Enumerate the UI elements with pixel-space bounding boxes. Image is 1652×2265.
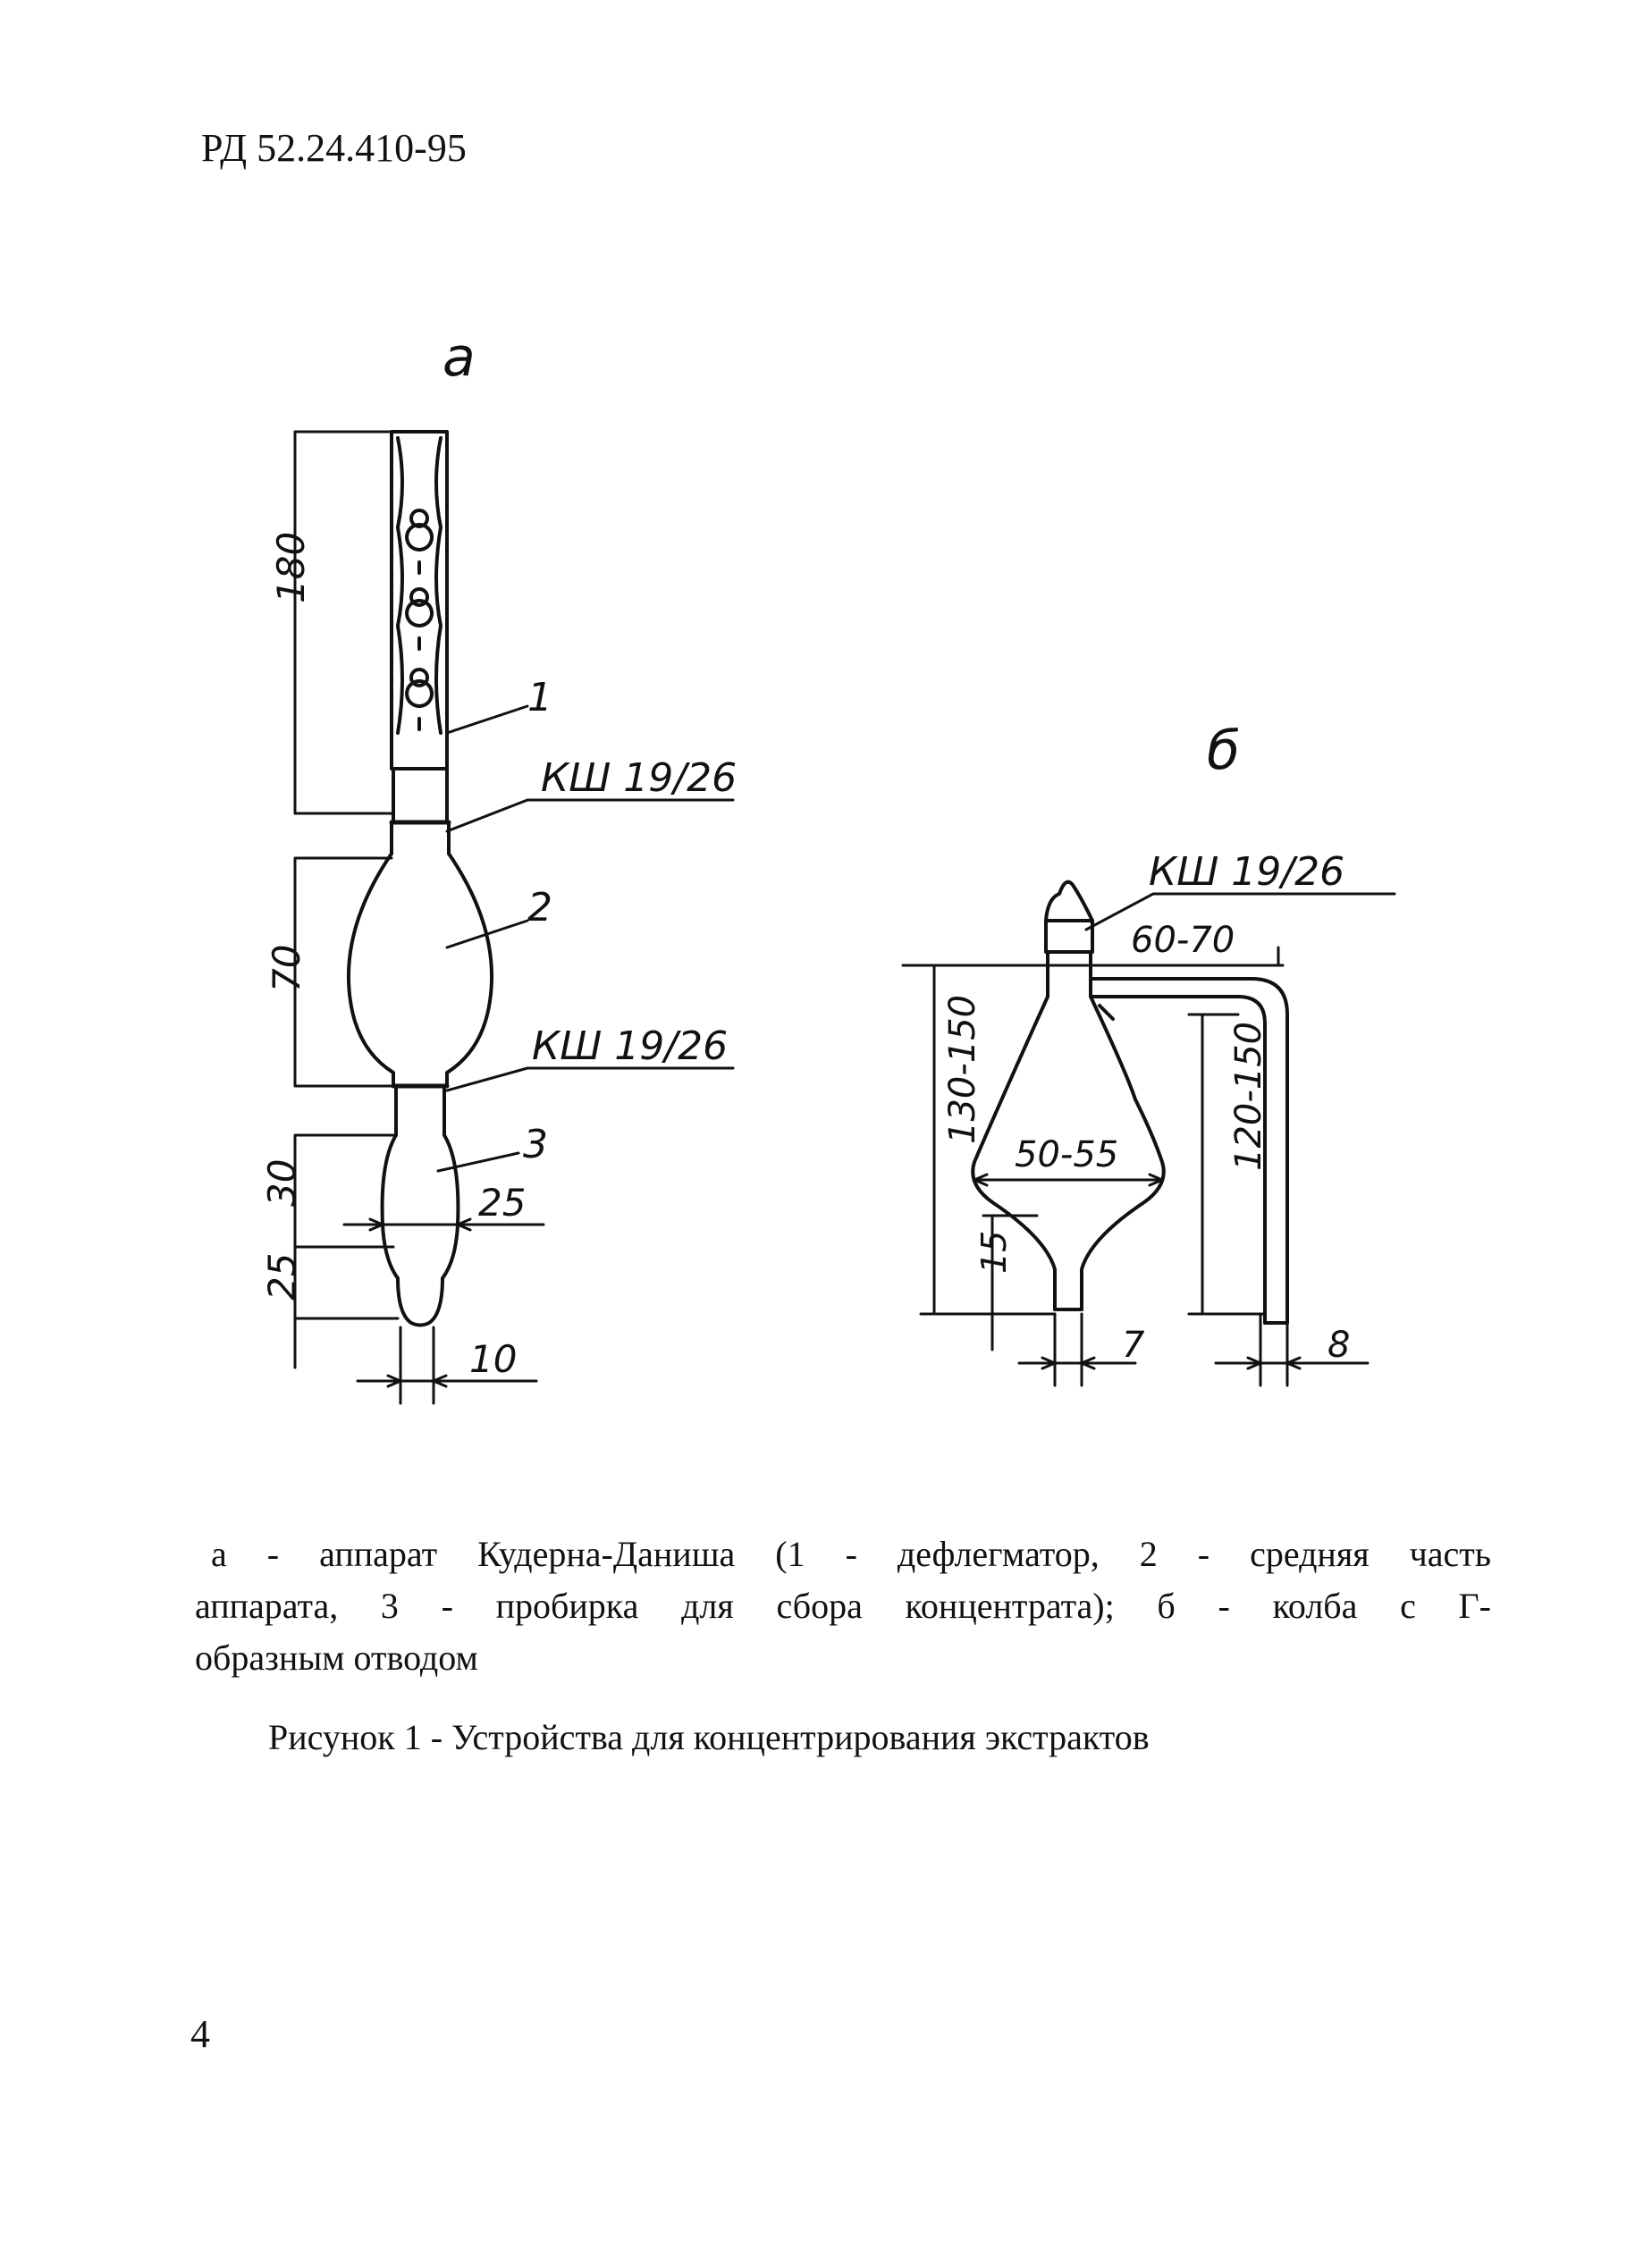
- part-3-label: 3: [523, 1122, 548, 1167]
- part-2-label: 2: [527, 885, 552, 930]
- leader-1: [445, 704, 529, 735]
- leader-2: [445, 919, 529, 949]
- dephlegmator-inner-wall-left: [396, 436, 404, 735]
- flask-body-left: [971, 950, 1057, 1311]
- dim-10-label: 10: [469, 1337, 517, 1381]
- side-tube-inner: [1091, 995, 1267, 1325]
- dim-25-vertical-label: 25: [260, 1253, 304, 1301]
- middle-body: [347, 852, 493, 1088]
- page-number: 4: [190, 2012, 210, 2056]
- side-tube-inlet: [1098, 1004, 1115, 1021]
- dim-8-label: 8: [1328, 1325, 1350, 1366]
- panel-a-apparatus: [347, 430, 493, 1327]
- dim-15-label: 15: [974, 1231, 1014, 1274]
- caption-line-2: аппарата, 3 - пробирка для сбора концент…: [195, 1586, 1491, 1626]
- dephlegmator-tube: [390, 430, 449, 770]
- dephlegmator-bulb: [405, 679, 434, 731]
- leader-3: [436, 1151, 520, 1173]
- upper-joint-label: КШ 19/26: [541, 755, 737, 801]
- collection-tube: [380, 1133, 460, 1327]
- stopper: [1044, 880, 1094, 954]
- dephlegmator-bubble: [409, 587, 429, 607]
- panel-b-flask: [971, 880, 1289, 1325]
- flask-body-right: [1080, 950, 1166, 1311]
- caption-line-1: а - аппарат Кудерна-Даниша (1 - дефлегма…: [211, 1534, 1491, 1574]
- leader-upper-joint: [445, 798, 735, 833]
- part-1-label: 1: [527, 675, 552, 720]
- dim-70-label: 70: [265, 945, 308, 992]
- side-tube-outer: [1089, 977, 1289, 1325]
- dim-25-width-label: 25: [478, 1181, 526, 1225]
- dephlegmator-bulb: [405, 599, 434, 651]
- dim-60-70-label: 60-70: [1131, 920, 1235, 961]
- panel-a-dimensions: [293, 430, 735, 1405]
- dim-120-150-label: 120-150: [1228, 1022, 1269, 1171]
- middle-body-shoulder: [390, 821, 451, 855]
- dim-130-150-label: 130-150: [942, 995, 983, 1144]
- dephlegmator-bulb: [405, 523, 434, 575]
- figure-caption: а - аппарат Кудерна-Даниша (1 - дефлегма…: [195, 1528, 1491, 1684]
- dim-180-label: 180: [269, 532, 313, 603]
- dim-30-label: 30: [260, 1159, 304, 1207]
- leader-lower-joint: [445, 1066, 735, 1092]
- dephlegmator-inner-wall-right: [434, 436, 442, 735]
- dim-7-label: 7: [1122, 1325, 1145, 1366]
- panel-a-label: а: [442, 326, 476, 389]
- caption-line-3: образным отводом: [195, 1638, 478, 1678]
- dephlegmator-bubble: [409, 668, 429, 687]
- figure-title: Рисунок 1 - Устройства для концентрирова…: [268, 1717, 1150, 1757]
- lower-joint-label: КШ 19/26: [532, 1023, 728, 1069]
- lower-joint: [394, 1084, 446, 1137]
- panel-b-dimensions: [901, 892, 1396, 1387]
- panel-b-label: б: [1207, 720, 1240, 782]
- dim-50-55-label: 50-55: [1015, 1134, 1118, 1175]
- document-id: РД 52.24.410-95: [201, 126, 467, 170]
- joint-label: КШ 19/26: [1149, 849, 1344, 895]
- upper-joint: [392, 767, 449, 824]
- figure-drawing: а 1 КШ 19/26 2 КШ 19/26 3 180 70 30 25 2…: [260, 326, 1396, 1405]
